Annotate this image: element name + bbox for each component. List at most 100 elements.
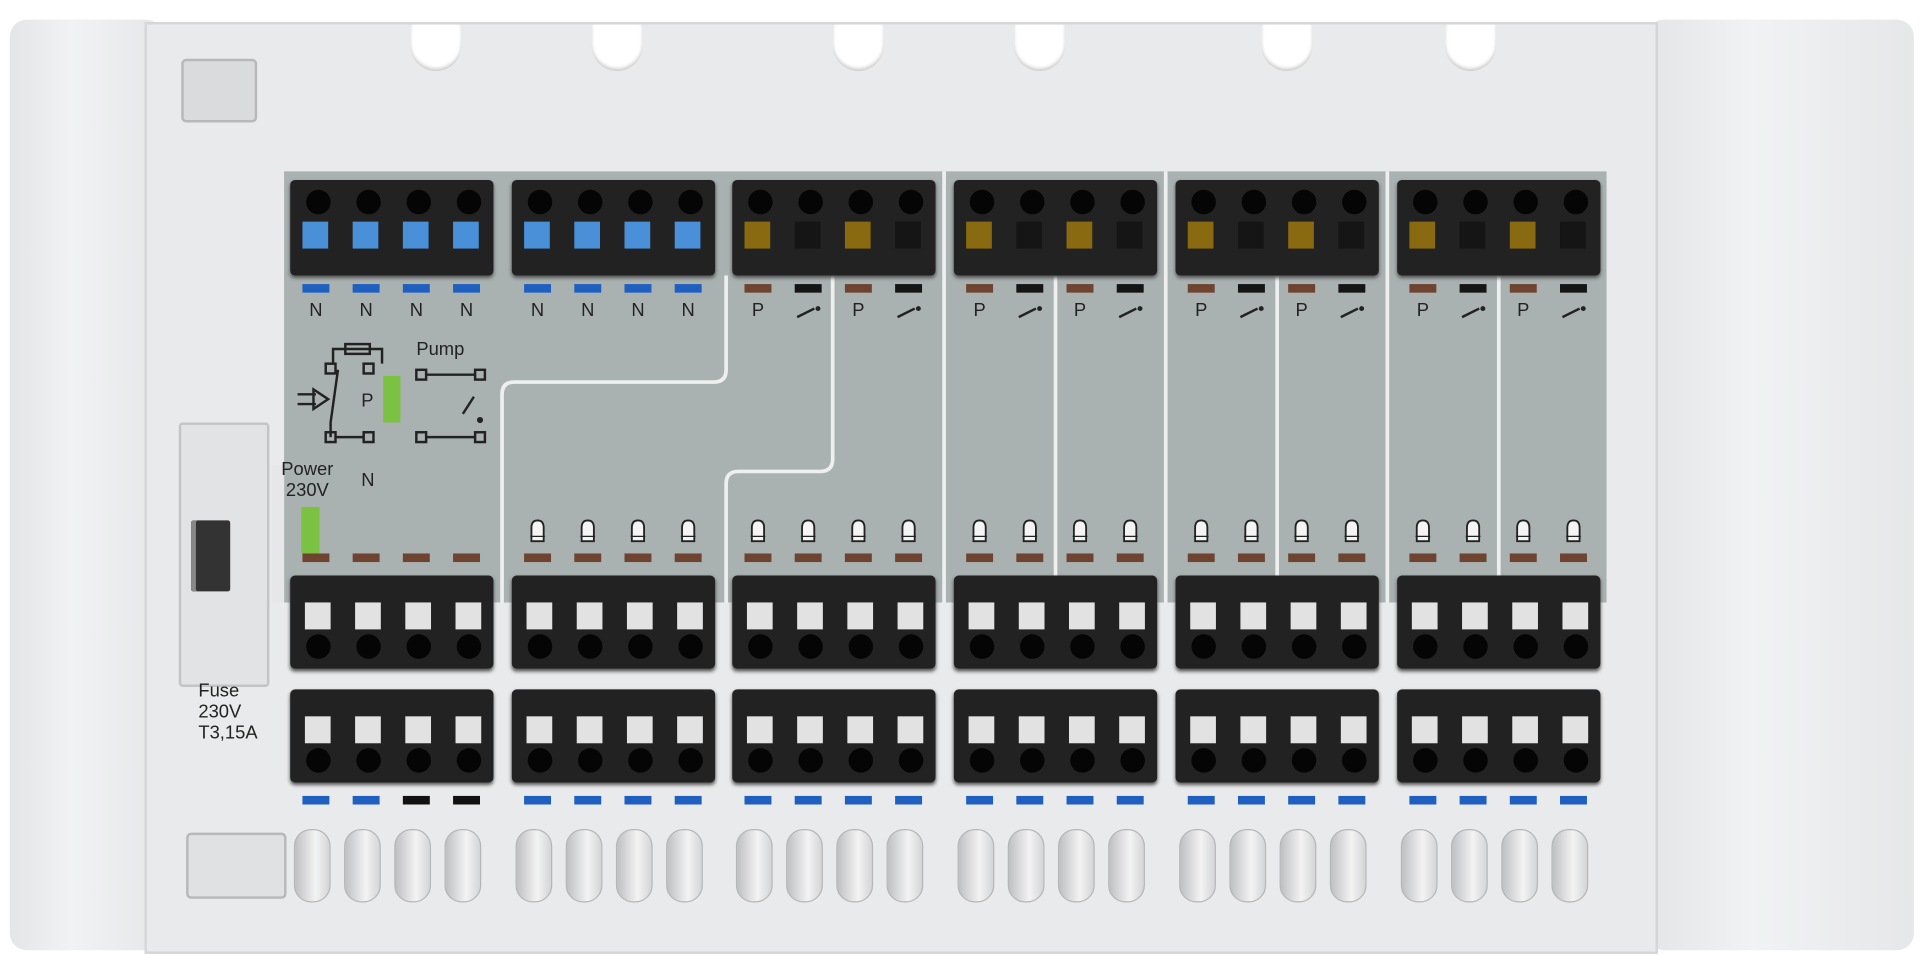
- lower-terminal-block[interactable]: [953, 689, 1158, 783]
- screw-hole[interactable]: [577, 189, 603, 215]
- terminal-release[interactable]: [1560, 221, 1586, 249]
- terminal-release[interactable]: [574, 221, 601, 249]
- terminal-release[interactable]: [677, 716, 703, 744]
- screw-hole[interactable]: [1463, 189, 1488, 215]
- terminal-release[interactable]: [455, 602, 482, 630]
- middle-terminal-block[interactable]: [511, 575, 716, 669]
- screw-hole[interactable]: [628, 634, 653, 659]
- screw-hole[interactable]: [527, 748, 553, 773]
- screw-hole[interactable]: [1513, 634, 1538, 659]
- bottom-clip[interactable]: [186, 832, 287, 899]
- screw-hole[interactable]: [456, 634, 482, 659]
- terminal-release[interactable]: [402, 221, 429, 249]
- screw-hole[interactable]: [1413, 634, 1438, 659]
- screw-hole[interactable]: [748, 748, 773, 773]
- terminal-release[interactable]: [797, 716, 823, 744]
- screw-hole[interactable]: [848, 189, 874, 215]
- terminal-release[interactable]: [355, 716, 381, 744]
- terminal-release[interactable]: [624, 221, 651, 249]
- screw-hole[interactable]: [1191, 748, 1216, 773]
- screw-hole[interactable]: [1291, 748, 1317, 773]
- terminal-release[interactable]: [1068, 602, 1095, 630]
- lower-terminal-block[interactable]: [290, 689, 494, 783]
- terminal-release[interactable]: [304, 716, 331, 744]
- terminal-release[interactable]: [524, 221, 550, 249]
- lower-terminal-block[interactable]: [511, 689, 716, 783]
- screw-hole[interactable]: [678, 634, 703, 659]
- screw-hole[interactable]: [748, 634, 773, 659]
- top-terminal-block[interactable]: [953, 180, 1158, 276]
- terminal-release[interactable]: [1119, 602, 1145, 630]
- screw-hole[interactable]: [1563, 634, 1589, 659]
- terminal-release[interactable]: [1068, 716, 1095, 744]
- terminal-release[interactable]: [1240, 716, 1267, 744]
- screw-hole[interactable]: [898, 748, 924, 773]
- screw-hole[interactable]: [577, 634, 603, 659]
- terminal-release[interactable]: [1288, 221, 1314, 249]
- screw-hole[interactable]: [1463, 634, 1488, 659]
- screw-hole[interactable]: [678, 189, 703, 215]
- terminal-release[interactable]: [968, 602, 995, 630]
- screw-hole[interactable]: [1463, 748, 1488, 773]
- terminal-release[interactable]: [355, 602, 381, 630]
- lower-terminal-block[interactable]: [1175, 689, 1379, 783]
- terminal-release[interactable]: [1411, 716, 1438, 744]
- terminal-release[interactable]: [1190, 716, 1216, 744]
- screw-hole[interactable]: [1120, 748, 1145, 773]
- terminal-release[interactable]: [794, 221, 821, 249]
- middle-terminal-block[interactable]: [1175, 575, 1379, 669]
- screw-hole[interactable]: [306, 748, 331, 773]
- terminal-release[interactable]: [1190, 602, 1216, 630]
- top-clip[interactable]: [181, 58, 258, 123]
- terminal-release[interactable]: [1340, 716, 1367, 744]
- terminal-release[interactable]: [746, 602, 773, 630]
- screw-hole[interactable]: [969, 634, 995, 659]
- screw-hole[interactable]: [628, 189, 653, 215]
- screw-hole[interactable]: [1342, 634, 1367, 659]
- screw-hole[interactable]: [1563, 189, 1589, 215]
- terminal-release[interactable]: [674, 221, 701, 249]
- terminal-release[interactable]: [453, 221, 479, 249]
- top-terminal-block[interactable]: [1397, 180, 1601, 276]
- screw-hole[interactable]: [456, 189, 482, 215]
- terminal-release[interactable]: [1119, 716, 1145, 744]
- lower-terminal-block[interactable]: [1397, 689, 1601, 783]
- screw-hole[interactable]: [356, 189, 381, 215]
- screw-hole[interactable]: [798, 189, 823, 215]
- terminal-release[interactable]: [576, 716, 603, 744]
- screw-hole[interactable]: [798, 748, 823, 773]
- screw-hole[interactable]: [848, 634, 874, 659]
- screw-hole[interactable]: [527, 189, 553, 215]
- terminal-release[interactable]: [968, 716, 995, 744]
- fuse-holder-latch[interactable]: [191, 520, 231, 592]
- screw-hole[interactable]: [748, 189, 773, 215]
- screw-hole[interactable]: [406, 748, 432, 773]
- screw-hole[interactable]: [1070, 189, 1095, 215]
- terminal-release[interactable]: [405, 716, 432, 744]
- screw-hole[interactable]: [848, 748, 874, 773]
- terminal-release[interactable]: [1016, 221, 1043, 249]
- terminal-release[interactable]: [626, 602, 653, 630]
- terminal-release[interactable]: [1509, 221, 1536, 249]
- top-terminal-block[interactable]: [290, 180, 494, 276]
- screw-hole[interactable]: [1120, 634, 1145, 659]
- terminal-release[interactable]: [626, 716, 653, 744]
- terminal-release[interactable]: [1018, 716, 1045, 744]
- terminal-release[interactable]: [746, 716, 773, 744]
- terminal-release[interactable]: [847, 602, 874, 630]
- screw-hole[interactable]: [356, 748, 381, 773]
- screw-hole[interactable]: [1020, 189, 1045, 215]
- screw-hole[interactable]: [969, 748, 995, 773]
- middle-terminal-block[interactable]: [1397, 575, 1601, 669]
- terminal-release[interactable]: [1512, 716, 1538, 744]
- screw-hole[interactable]: [628, 748, 653, 773]
- terminal-release[interactable]: [897, 716, 924, 744]
- screw-hole[interactable]: [1020, 748, 1045, 773]
- terminal-release[interactable]: [677, 602, 703, 630]
- screw-hole[interactable]: [356, 634, 381, 659]
- terminal-release[interactable]: [352, 221, 379, 249]
- screw-hole[interactable]: [1070, 748, 1095, 773]
- terminal-release[interactable]: [966, 221, 992, 249]
- terminal-release[interactable]: [1411, 602, 1438, 630]
- terminal-release[interactable]: [1462, 602, 1488, 630]
